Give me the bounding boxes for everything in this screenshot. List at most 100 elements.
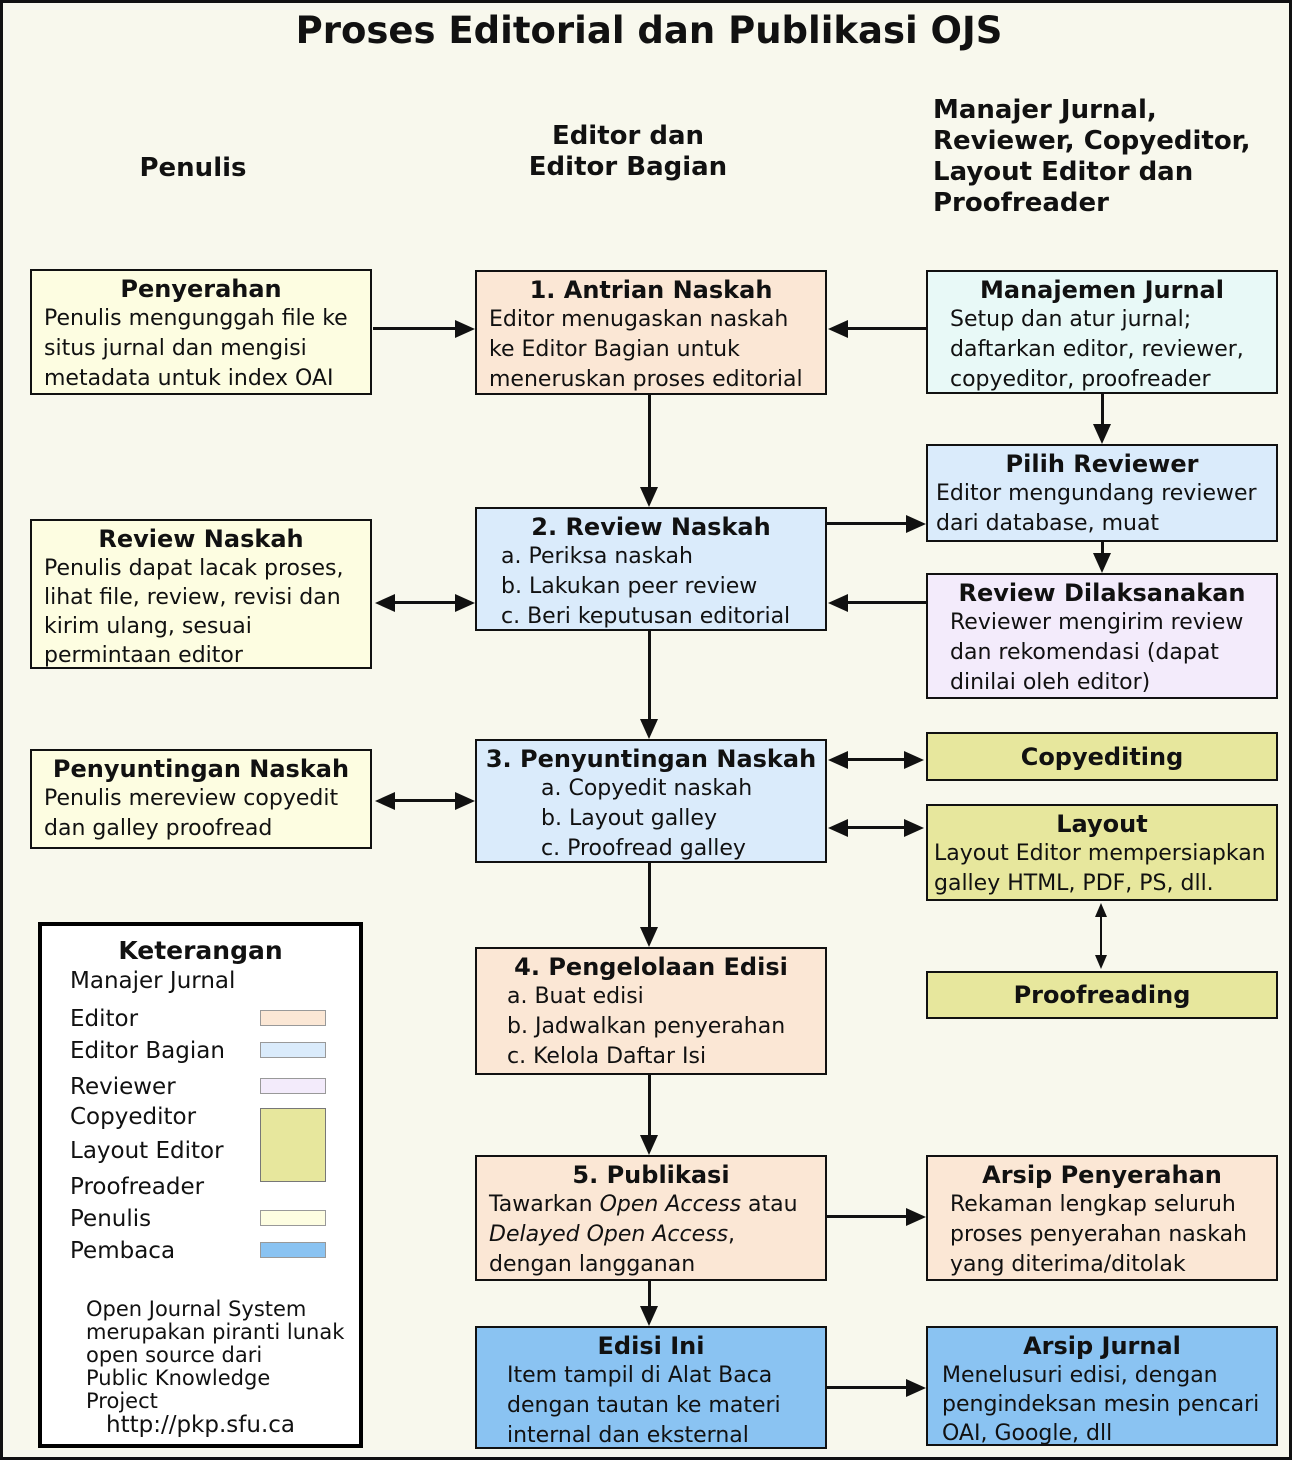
box-antrian-naskah-title: 1. Antrian Naskah: [529, 276, 773, 304]
box-penyerahan-title: Penyerahan: [120, 275, 282, 303]
arrow-penyuntingan-copyediting-line: [846, 758, 906, 761]
arrow-pengelolaan-to-publikasi-line: [648, 1075, 651, 1137]
box-review-naskah-item: b. Lakukan peer review: [501, 574, 758, 599]
arrow-penyuntingan-copyediting-head-right: [904, 751, 924, 769]
box-arsip-jurnal-title: Arsip Jurnal: [1023, 1332, 1181, 1360]
arrow-dilaksanakan-to-review-line: [846, 601, 926, 604]
arrow-reviewpenulis-review-line: [393, 601, 457, 604]
arrow-edisi-to-arsipjurnal-head: [906, 1379, 926, 1397]
legend-label-reviewer: Reviewer: [70, 1074, 176, 1100]
legend-box: Keterangan Manajer Jurnal Editor Editor …: [38, 922, 363, 1448]
arrow-penyerahan-to-antrian-line: [373, 327, 457, 330]
box-pengelolaan-edisi-item: c. Kelola Daftar Isi: [507, 1044, 707, 1069]
box-pengelolaan-edisi-item: b. Jadwalkan penyerahan: [507, 1014, 786, 1039]
arrow-publikasi-to-edisi-head: [640, 1306, 658, 1326]
legend-label-proofreader: Proofreader: [70, 1174, 205, 1200]
box-manajemen-jurnal-body: Setup dan atur jurnal; daftarkan editor,…: [950, 307, 1244, 392]
box-review-naskah-penulis-body: Penulis dapat lacak proses, lihat file, …: [44, 556, 344, 668]
arrow-manajemen-to-pilih-head: [1093, 424, 1111, 444]
box-manajemen-jurnal: Manajemen Jurnal Setup dan atur jurnal; …: [926, 270, 1278, 394]
box-edisi-ini-title: Edisi Ini: [597, 1332, 705, 1360]
arrow-pilih-to-dilaksanakan-head: [1093, 553, 1111, 573]
arrow-manajemen-to-antrian-head: [828, 320, 848, 338]
arrow-penyuntinganpenulis-line: [393, 799, 457, 802]
publikasi-open-access: Open Access: [599, 1192, 742, 1217]
legend-swatch-copyeditor-layout-proofreader: [260, 1108, 326, 1182]
legend-label-editor-bagian: Editor Bagian: [70, 1038, 225, 1064]
publikasi-delayed-open-access: Delayed Open Access: [489, 1222, 729, 1247]
box-penyuntingan-naskah: 3. Penyuntingan Naskah a. Copyedit naska…: [475, 739, 827, 863]
legend-swatch-penulis: [260, 1210, 326, 1226]
arrow-penyuntingan-to-pengelolaan-head: [640, 927, 658, 947]
box-antrian-naskah: 1. Antrian Naskah Editor menugaskan nask…: [475, 270, 827, 395]
box-penyuntingan-naskah-penulis-title: Penyuntingan Naskah: [52, 755, 350, 783]
arrow-dilaksanakan-to-review-head: [828, 594, 848, 612]
arrow-layout-proofreading-line: [1100, 913, 1102, 959]
arrow-penyuntingan-layout-head-left: [828, 819, 848, 837]
arrow-review-to-penyuntingan-line: [648, 631, 651, 723]
publikasi-text: , dengan langganan: [489, 1222, 736, 1277]
box-copyediting-title: Copyediting: [1020, 742, 1184, 771]
box-pengelolaan-edisi-title: 4. Pengelolaan Edisi: [514, 953, 788, 981]
legend-title: Keterangan: [118, 936, 283, 965]
arrow-penyuntinganpenulis-head-right: [455, 792, 475, 810]
box-review-naskah: 2. Review Naskah a. Periksa naskah b. La…: [475, 507, 827, 631]
box-publikasi: 5. Publikasi Tawarkan Open Access atau D…: [475, 1155, 827, 1281]
legend-label-copyeditor: Copyeditor: [70, 1104, 197, 1130]
arrow-publikasi-to-arsippenyerahan-head: [906, 1208, 926, 1226]
page-title: Proses Editorial dan Publikasi OJS: [295, 9, 1003, 52]
legend-label-layout-editor: Layout Editor: [70, 1138, 224, 1164]
box-penyuntingan-naskah-penulis: Penyuntingan Naskah Penulis mereview cop…: [30, 749, 372, 849]
arrow-layout-proofreading-head-down: [1095, 955, 1107, 969]
arrow-manajemen-to-pilih-line: [1101, 394, 1104, 426]
box-review-naskah-item: a. Periksa naskah: [501, 544, 693, 569]
arrow-penyuntingan-to-pengelolaan-line: [648, 863, 651, 929]
box-pilih-reviewer-body: Editor mengundang reviewer dari database…: [936, 481, 1257, 536]
column-header-penulis: Penulis: [139, 153, 247, 183]
arrow-penyuntingan-copyediting-head-left: [828, 751, 848, 769]
arrow-antrian-to-review-head: [640, 487, 658, 507]
box-review-dilaksanakan: Review Dilaksanakan Reviewer mengirim re…: [926, 573, 1278, 699]
box-publikasi-title: 5. Publikasi: [572, 1161, 730, 1189]
box-layout-body: Layout Editor mempersiapkan galley HTML,…: [934, 841, 1266, 896]
box-pengelolaan-edisi: 4. Pengelolaan Edisi a. Buat edisi b. Ja…: [475, 947, 827, 1075]
box-manajemen-jurnal-title: Manajemen Jurnal: [980, 276, 1224, 304]
box-publikasi-body: Tawarkan Open Access atau Delayed Open A…: [477, 1190, 825, 1280]
box-proofreading: Proofreading: [926, 971, 1278, 1019]
box-review-naskah-penulis-title: Review Naskah: [98, 525, 304, 553]
column-header-editor: Editor dan Editor Bagian: [528, 121, 728, 182]
arrow-penyerahan-to-antrian-head: [455, 320, 475, 338]
arrow-reviewpenulis-review-head-right: [455, 594, 475, 612]
box-layout-title: Layout: [1056, 810, 1148, 838]
legend-label-penulis: Penulis: [70, 1206, 152, 1232]
box-edisi-ini: Edisi Ini Item tampil di Alat Baca denga…: [475, 1326, 827, 1449]
arrow-publikasi-to-arsippenyerahan-line: [827, 1215, 909, 1218]
arrow-manajemen-to-antrian-line: [846, 327, 926, 330]
publikasi-text: Tawarkan: [489, 1192, 600, 1217]
arrow-penyuntingan-layout-head-right: [904, 819, 924, 837]
box-pilih-reviewer-title: Pilih Reviewer: [1005, 450, 1199, 478]
arrow-reviewpenulis-review-head-left: [375, 594, 395, 612]
box-arsip-jurnal-body: Menelusuri edisi, dengan pengindeksan me…: [942, 1363, 1260, 1446]
legend-label-manajer-jurnal: Manajer Jurnal: [70, 968, 236, 994]
box-antrian-naskah-body: Editor menugaskan naskah ke Editor Bagia…: [489, 307, 803, 392]
arrow-penyuntinganpenulis-head-left: [375, 792, 395, 810]
legend-label-pembaca: Pembaca: [70, 1238, 176, 1264]
publikasi-text: atau: [748, 1192, 798, 1217]
arrow-review-to-pilih-head: [906, 515, 926, 533]
box-penyuntingan-naskah-item: a. Copyedit naskah: [541, 776, 753, 801]
box-penyuntingan-naskah-item: c. Proofread galley: [541, 836, 746, 861]
box-penyerahan-body: Penulis mengunggah file ke situs jurnal …: [44, 306, 348, 391]
arrow-penyuntingan-layout-line: [846, 826, 906, 829]
arrow-pilih-to-dilaksanakan-line: [1101, 542, 1104, 556]
legend-swatch-pembaca: [260, 1242, 326, 1258]
box-penyerahan: Penyerahan Penulis mengunggah file ke si…: [30, 269, 372, 395]
arrow-antrian-to-review-line: [648, 395, 651, 491]
legend-swatch-editor-bagian: [260, 1042, 326, 1058]
box-penyuntingan-naskah-item: b. Layout galley: [541, 806, 717, 831]
box-arsip-penyerahan: Arsip Penyerahan Rekaman lengkap seluruh…: [926, 1155, 1278, 1281]
box-arsip-penyerahan-title: Arsip Penyerahan: [982, 1161, 1222, 1189]
box-review-dilaksanakan-title: Review Dilaksanakan: [958, 579, 1246, 607]
arrow-layout-proofreading-head-up: [1095, 903, 1107, 917]
